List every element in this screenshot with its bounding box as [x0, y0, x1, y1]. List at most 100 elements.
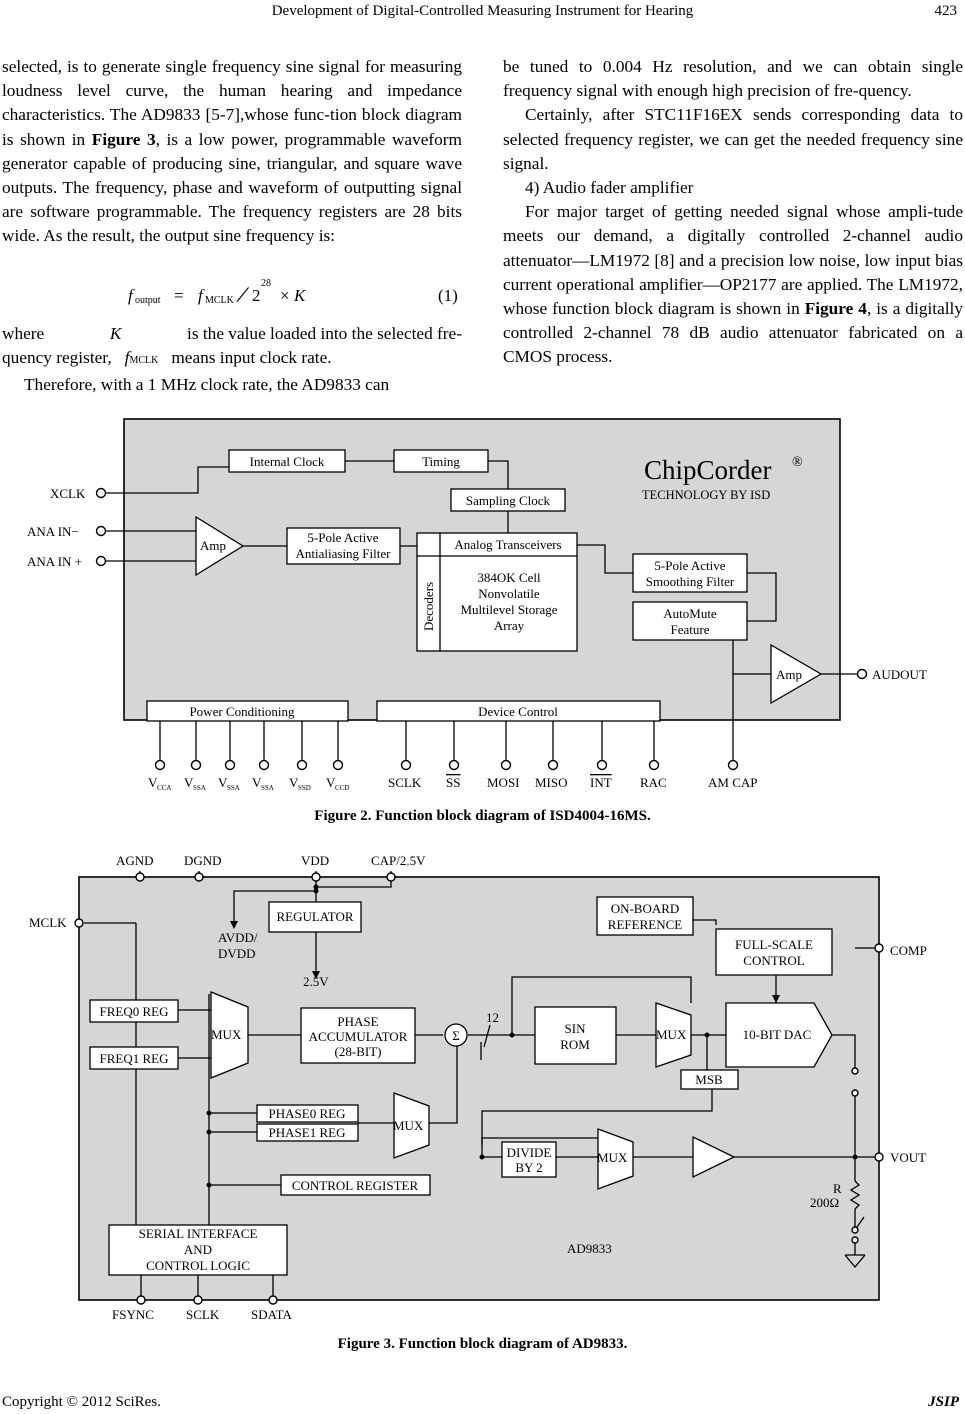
right-paragraph-3: For major target of getting needed signa…: [503, 202, 963, 367]
svg-text:PHASE: PHASE: [337, 1014, 378, 1029]
svg-text:BY 2: BY 2: [515, 1160, 542, 1175]
pin-fsync: FSYNC: [112, 1307, 154, 1322]
smoothing-filter-block: [632, 553, 748, 593]
running-header: Development of Digital-Controlled Measur…: [0, 0, 965, 26]
pin-audout: AUDOUT: [872, 667, 927, 682]
svg-text:Σ: Σ: [452, 1028, 460, 1043]
msb-block: [680, 1069, 739, 1090]
phase-mux: [393, 1092, 430, 1159]
svg-text:Feature: Feature: [671, 622, 710, 637]
svg-text:(28-BIT): (28-BIT): [335, 1044, 382, 1059]
svg-text:Smoothing Filter: Smoothing Filter: [646, 574, 735, 589]
right-paragraph-1: be tuned to 0.004 Hz resolution, and we …: [503, 57, 963, 101]
right-paragraph-2: Certainly, after STC11F16EX sends corres…: [503, 105, 963, 173]
svg-text:V: V: [252, 775, 262, 790]
svg-text:5-Pole Active: 5-Pole Active: [654, 558, 725, 573]
svg-text:CCA: CCA: [157, 784, 171, 792]
pin-cap: CAP/2.5V: [371, 853, 426, 868]
internal-clock-label: Internal Clock: [250, 454, 325, 469]
figure-3-ref: Figure 3: [91, 129, 156, 149]
freq-mux: [210, 991, 249, 1079]
svg-text:SIN: SIN: [565, 1021, 587, 1036]
control-register-block: [280, 1174, 431, 1196]
pin-vdd: VDD: [301, 853, 329, 868]
svg-text:Power Conditioning: Power Conditioning: [189, 704, 295, 719]
svg-text:FULL-SCALE: FULL-SCALE: [735, 937, 813, 952]
automute-block: [632, 601, 748, 641]
freq0-reg-block: [89, 999, 179, 1023]
chipcorder-tagline: TECHNOLOGY BY ISD: [642, 488, 770, 502]
svg-text:12: 12: [486, 1010, 499, 1025]
svg-text:Antialiasing Filter: Antialiasing Filter: [296, 546, 392, 561]
svg-text:REGULATOR: REGULATOR: [276, 909, 353, 924]
pin-xclk: XCLK: [50, 486, 86, 501]
right-column: be tuned to 0.004 Hz resolution, and we …: [503, 55, 963, 370]
chipcorder-brand: ChipCorder: [644, 455, 772, 485]
pin-vout: VOUT: [890, 1150, 926, 1165]
pin-sdata: SDATA: [251, 1307, 292, 1322]
svg-text:5-Pole Active: 5-Pole Active: [307, 530, 378, 545]
onboard-reference-block: [596, 896, 694, 936]
pin-am-cap: AM CAP: [708, 775, 758, 790]
svg-text:AVDD/: AVDD/: [218, 930, 258, 945]
antialiasing-filter-block: [286, 527, 401, 565]
phase-accumulator-block: [300, 1007, 416, 1064]
svg-text:V: V: [218, 775, 228, 790]
svg-text:SSA: SSA: [227, 784, 240, 792]
svg-text:DVDD: DVDD: [218, 946, 256, 961]
pin-agnd: AGND: [116, 853, 154, 868]
svg-text:V: V: [326, 775, 336, 790]
svg-text:10-BIT DAC: 10-BIT DAC: [743, 1027, 812, 1042]
phase1-reg-block: [256, 1123, 359, 1142]
svg-text:200Ω: 200Ω: [810, 1195, 839, 1210]
pin-mosi: MOSI: [487, 775, 520, 790]
freq1-reg-block: [89, 1046, 179, 1070]
pin-mclk: MCLK: [29, 915, 67, 930]
pin-comp: COMP: [890, 943, 927, 958]
svg-text:ROM: ROM: [560, 1037, 590, 1052]
left-column: selected, is to generate single frequenc…: [2, 55, 462, 249]
pin-miso: MISO: [535, 775, 568, 790]
figure-3-caption: Figure 3. Function block diagram of AD98…: [337, 1336, 628, 1352]
phase0-reg-block: [256, 1104, 359, 1123]
section-heading: 4) Audio fader amplifier: [525, 178, 694, 198]
figure-4-ref: Figure 4: [804, 299, 867, 319]
svg-text:AutoMute: AutoMute: [663, 606, 717, 621]
copyright: Copyright © 2012 SciRes.: [2, 1394, 161, 1410]
svg-text:AND: AND: [184, 1242, 212, 1257]
summing-junction: [444, 1023, 468, 1047]
svg-text:V: V: [184, 775, 194, 790]
svg-text:SERIAL INTERFACE: SERIAL INTERFACE: [139, 1226, 258, 1241]
svg-text:REFERENCE: REFERENCE: [608, 917, 682, 932]
pin-ana-in-plus: ANA IN +: [27, 554, 82, 569]
svg-text:ACCUMULATOR: ACCUMULATOR: [309, 1029, 408, 1044]
decoders-label: Decoders: [421, 582, 436, 631]
equation-number: (1): [438, 286, 458, 305]
svg-text:CONTROL LOGIC: CONTROL LOGIC: [146, 1258, 250, 1273]
svg-text:ON-BOARD: ON-BOARD: [611, 901, 680, 916]
svg-text:MUX: MUX: [656, 1027, 687, 1042]
device-control-block: [376, 700, 661, 722]
svg-text:DIVIDE: DIVIDE: [507, 1145, 552, 1160]
equation-1: f output = f MCLK / 2 28 × K (1): [128, 278, 458, 310]
left-paragraph-1: selected, is to generate single frequenc…: [2, 57, 463, 246]
svg-text:Sampling Clock: Sampling Clock: [466, 493, 551, 508]
divide-by-2-block: [501, 1141, 557, 1178]
svg-text:MUX: MUX: [393, 1118, 424, 1133]
svg-text:MUX: MUX: [597, 1150, 628, 1165]
serial-interface-block: [108, 1224, 288, 1276]
svg-text:CONTROL: CONTROL: [743, 953, 804, 968]
running-title: Development of Digital-Controlled Measur…: [271, 3, 694, 19]
pin-ana-in-minus: ANA IN−: [27, 524, 79, 539]
svg-text:2.5V: 2.5V: [303, 974, 329, 989]
output-buffer: [692, 1135, 736, 1179]
svg-text:Amp: Amp: [776, 667, 802, 682]
sin-rom-block: [534, 1006, 617, 1065]
pin-dgnd: DGND: [184, 853, 222, 868]
figure-2-diagram: Internal Clock Timing Sampling Clock Chi…: [27, 418, 927, 792]
figure-2-caption: Figure 2. Function block diagram of ISD4…: [314, 808, 651, 824]
full-scale-control-block: [715, 928, 833, 976]
pin-ss: SS: [446, 775, 460, 790]
svg-text:R: R: [833, 1181, 842, 1196]
